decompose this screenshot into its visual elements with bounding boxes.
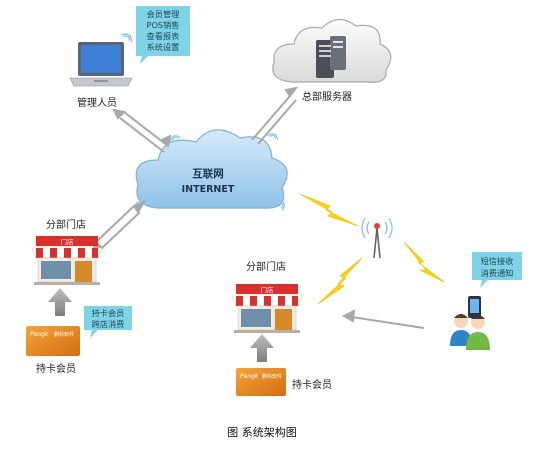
connector-arrow: [90, 199, 147, 254]
hq-server-cloud: [272, 18, 392, 83]
admin-bubble-line: 系统设置: [147, 42, 180, 52]
membership-card-icon: Pengk 鹏科软件: [26, 326, 80, 356]
phone-users-icon: [450, 296, 490, 350]
member-label: 持卡会员: [292, 378, 332, 391]
member-label: 持卡会员: [36, 362, 76, 375]
bubble-line: 短信接收: [481, 256, 514, 266]
card-text: 鹏科软件: [262, 373, 282, 380]
branch-left-store-icon: 门店: [31, 236, 103, 285]
admin-bubble-line: POS销售: [147, 20, 180, 30]
internet-label-en: INTERNET: [182, 184, 235, 195]
admin-label: 管理人员: [77, 96, 117, 109]
antenna-tower-icon: [361, 217, 393, 259]
branch-mid-label: 分部门店: [246, 260, 286, 273]
branch-mid-store-icon: 门店: [231, 284, 303, 333]
lightning-icon: [299, 193, 445, 305]
up-arrow: [48, 288, 72, 316]
branch-left-label: 分部门店: [46, 218, 86, 231]
card-brand: Pengk: [240, 373, 259, 380]
sms-arrow: [341, 309, 425, 329]
admin-bubble-line: 会员管理: [147, 9, 180, 19]
admin-bubble: 会员管理 POS销售 查看报表 系统设置: [136, 6, 190, 64]
admin-laptop-icon: [69, 42, 133, 87]
card-text: 鹏科软件: [54, 331, 74, 338]
phone-user-bubble: 短信接收 消费通知: [472, 252, 522, 288]
connector-arrow: [251, 86, 299, 145]
card-brand: Pengk: [30, 331, 49, 338]
internet-label: 互联网: [192, 167, 224, 180]
admin-bubble-line: 查看报表: [147, 31, 180, 41]
connector-arrow: [112, 108, 172, 153]
server-label: 总部服务器: [302, 90, 352, 103]
server-icon: [316, 36, 346, 78]
internet-cloud: [135, 129, 288, 209]
bubble-line: 消费通知: [481, 268, 514, 278]
up-arrow: [250, 334, 274, 362]
membership-card-icon: Pengk 鹏科软件: [236, 368, 286, 396]
admin-wifi-icon: [120, 30, 135, 44]
bubble-line: 持卡会员: [92, 308, 125, 318]
branch-left-bubble: 持卡会员 跨店消费: [84, 306, 132, 338]
store-sign: 门店: [61, 237, 75, 246]
figure-caption: 图 系统架构图: [227, 425, 297, 439]
store-sign: 门店: [261, 285, 275, 294]
bubble-line: 跨店消费: [92, 319, 125, 329]
